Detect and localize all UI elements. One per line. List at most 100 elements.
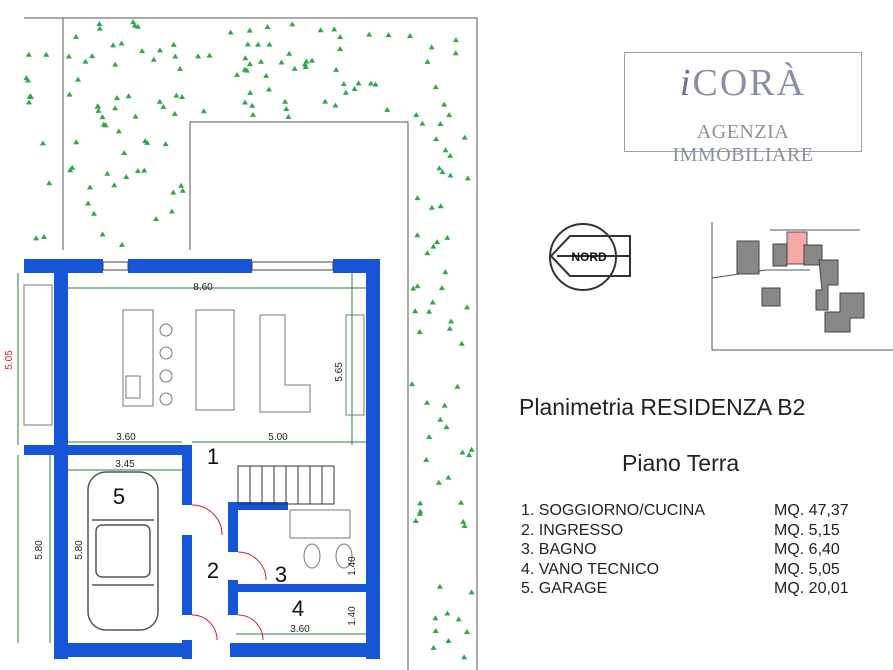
vegetation-dot bbox=[112, 105, 119, 111]
dim-tech-height: 1.40 bbox=[347, 606, 358, 626]
vegetation-dot bbox=[25, 51, 32, 57]
vegetation-dot bbox=[26, 93, 33, 99]
vegetation-dot bbox=[264, 23, 271, 29]
vegetation-dot bbox=[426, 308, 433, 314]
vegetation-dot bbox=[131, 22, 138, 28]
site-map bbox=[711, 222, 893, 351]
vegetation-dot bbox=[75, 76, 82, 82]
vegetation-dot bbox=[46, 180, 53, 186]
vegetation-dot bbox=[442, 147, 449, 153]
vegetation-dot bbox=[278, 59, 285, 65]
vegetation-dot bbox=[67, 167, 74, 173]
vegetation-dot bbox=[322, 98, 329, 104]
vegetation-dot bbox=[429, 299, 436, 305]
vegetation-dot bbox=[153, 216, 160, 222]
vegetation-dot bbox=[130, 19, 137, 25]
vegetation-dot bbox=[234, 71, 241, 77]
vegetation-dot bbox=[242, 99, 249, 105]
vegetation-dot bbox=[333, 66, 340, 72]
vegetation-dot bbox=[459, 449, 466, 455]
vegetation-dot bbox=[160, 103, 167, 109]
vegetation-dot bbox=[112, 61, 119, 67]
vegetation-dot bbox=[437, 120, 444, 126]
vegetation-dot bbox=[424, 250, 431, 256]
vegetation-dot bbox=[99, 231, 106, 237]
vegetation-dot bbox=[437, 416, 444, 422]
vegetation-dot bbox=[40, 234, 47, 240]
car-drawing bbox=[87, 471, 159, 631]
dim-living-width: 8.60 bbox=[193, 282, 213, 293]
vegetation-dot bbox=[468, 446, 475, 452]
vegetation-dot bbox=[94, 103, 101, 109]
vegetation-dot bbox=[73, 139, 80, 145]
vegetation-dot bbox=[156, 98, 163, 104]
compass bbox=[549, 223, 631, 291]
dim-garage-height: 5.80 bbox=[74, 540, 85, 560]
plan-subtitle: Piano Terra bbox=[622, 450, 740, 476]
dim-left-height: 5.05 bbox=[4, 350, 15, 370]
dim-living-right: 5.00 bbox=[268, 432, 288, 443]
dim-living-height: 5.65 bbox=[334, 362, 345, 382]
room-name: 2. INGRESSO bbox=[521, 521, 624, 539]
vegetation-dot bbox=[424, 399, 431, 405]
vegetation-dot bbox=[168, 208, 175, 214]
furniture bbox=[23, 284, 365, 569]
vegetation-dot bbox=[461, 134, 468, 140]
vegetation-dot bbox=[409, 381, 416, 387]
vegetation-dot bbox=[436, 583, 443, 589]
agency-logo: iCORÀ AGENZIA IMMOBILIARE bbox=[624, 52, 862, 166]
vegetation-dot bbox=[412, 517, 419, 523]
vegetation-dot bbox=[435, 479, 442, 485]
vegetation-dot bbox=[367, 80, 374, 86]
vegetation-dot bbox=[417, 508, 424, 514]
vegetation-dot bbox=[413, 111, 420, 117]
room-area: MQ. 20,01 bbox=[774, 580, 849, 597]
vegetation-dot bbox=[178, 182, 185, 188]
room-area: MQ. 5,15 bbox=[774, 521, 840, 539]
vegetation-dot bbox=[468, 589, 475, 595]
vegetation-dot bbox=[438, 285, 445, 291]
vegetation-dot bbox=[247, 89, 254, 95]
vegetation-dot bbox=[249, 102, 256, 108]
vegetation-dot bbox=[452, 37, 459, 43]
dim-bath-height: 1.40 bbox=[347, 556, 358, 576]
vegetation-dot bbox=[433, 136, 440, 142]
vegetation-dot bbox=[355, 80, 362, 86]
vegetation-dot bbox=[351, 85, 358, 91]
vegetation-dot bbox=[283, 105, 290, 111]
vegetation-dot bbox=[144, 139, 151, 145]
vegetation-dot bbox=[442, 269, 449, 275]
room-row: 2. INGRESSO MQ. 5,15 bbox=[521, 522, 866, 542]
vegetation-dot bbox=[139, 48, 146, 54]
vegetation-dots bbox=[23, 19, 475, 660]
vegetation-dot bbox=[410, 285, 417, 291]
vegetation-dot bbox=[424, 58, 431, 64]
vegetation-dot bbox=[99, 114, 106, 120]
vegetation-dot bbox=[195, 53, 202, 59]
vegetation-dot bbox=[119, 241, 126, 247]
vegetation-dot bbox=[26, 99, 33, 105]
vegetation-dot bbox=[96, 25, 103, 31]
vegetation-dot bbox=[432, 627, 439, 633]
vegetation-dot bbox=[455, 616, 462, 622]
vegetation-dot bbox=[244, 41, 251, 47]
room-number-2: 2 bbox=[207, 558, 219, 583]
room-area: MQ. 5,05 bbox=[774, 560, 840, 578]
plan-title: Planimetria RESIDENZA B2 bbox=[519, 394, 806, 420]
vegetation-dot bbox=[428, 204, 435, 210]
vegetation-dot bbox=[87, 184, 94, 190]
windows bbox=[102, 261, 334, 271]
vegetation-dot bbox=[66, 91, 73, 97]
staircase bbox=[237, 465, 335, 505]
logo-brand-rest: CORÀ bbox=[692, 62, 807, 104]
vegetation-dot bbox=[258, 58, 265, 64]
room-name: 5. GARAGE bbox=[521, 580, 608, 597]
vegetation-dot bbox=[317, 27, 324, 33]
vegetation-dot bbox=[407, 32, 414, 38]
vegetation-dot bbox=[82, 58, 89, 64]
vegetation-dot bbox=[461, 654, 468, 660]
vegetation-dot bbox=[85, 200, 92, 206]
vegetation-dot bbox=[437, 203, 444, 209]
